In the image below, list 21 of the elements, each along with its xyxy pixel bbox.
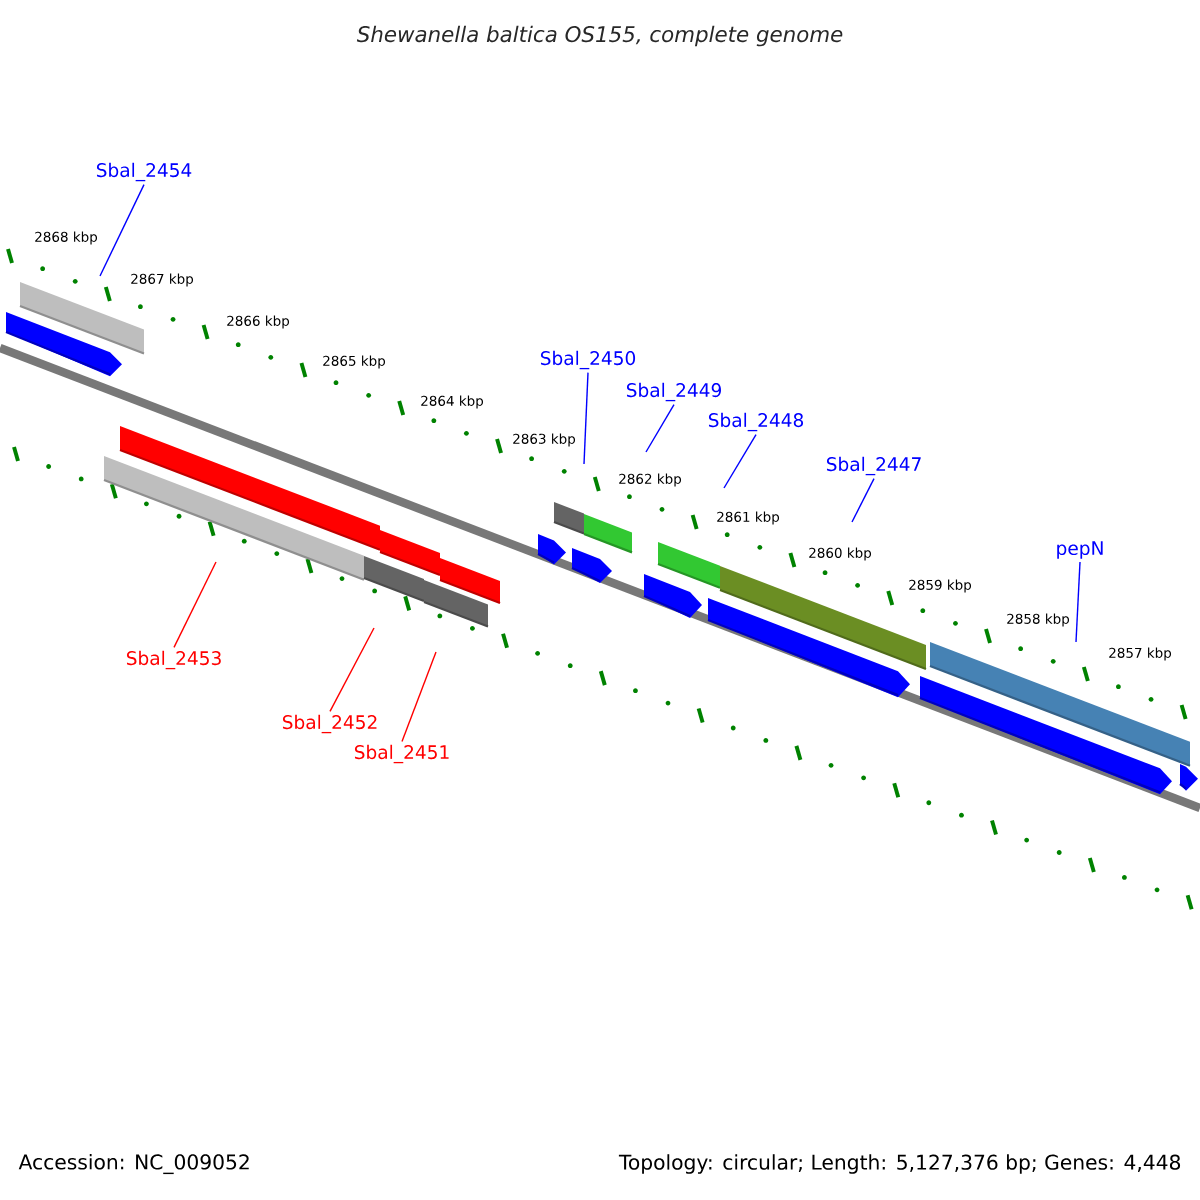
gene-label: Sbal_2447: [826, 456, 921, 476]
gene-label: Sbal_2451: [354, 744, 449, 764]
gene-label: Sbal_2450: [540, 350, 636, 370]
gene-label: pepN: [1057, 541, 1103, 559]
leader-line: [1075, 561, 1081, 643]
gene-label: Sbal_2449: [626, 382, 721, 402]
leader-line: [583, 371, 589, 465]
leader-line: [99, 183, 145, 277]
leader-line: [173, 561, 217, 649]
leader-line: [329, 627, 375, 713]
title: Shewanella baltica OS155, complete genome: [356, 25, 843, 47]
leader-line: [401, 651, 437, 743]
accession-note: Accession: NC_009052: [18, 1153, 249, 1175]
gene-label: Sbal_2454: [96, 162, 192, 182]
topology-note: Topology: circular; Length: 5,127,376 bp; Genes: 4,448: [618, 1154, 1181, 1174]
gene-label: Sbal_2453: [126, 650, 221, 670]
leader-line: [645, 403, 675, 453]
gene-label: Sbal_2452: [282, 714, 377, 734]
gene-label: Sbal_2448: [708, 412, 804, 432]
leader-line: [723, 433, 757, 489]
leader-line: [851, 477, 875, 523]
